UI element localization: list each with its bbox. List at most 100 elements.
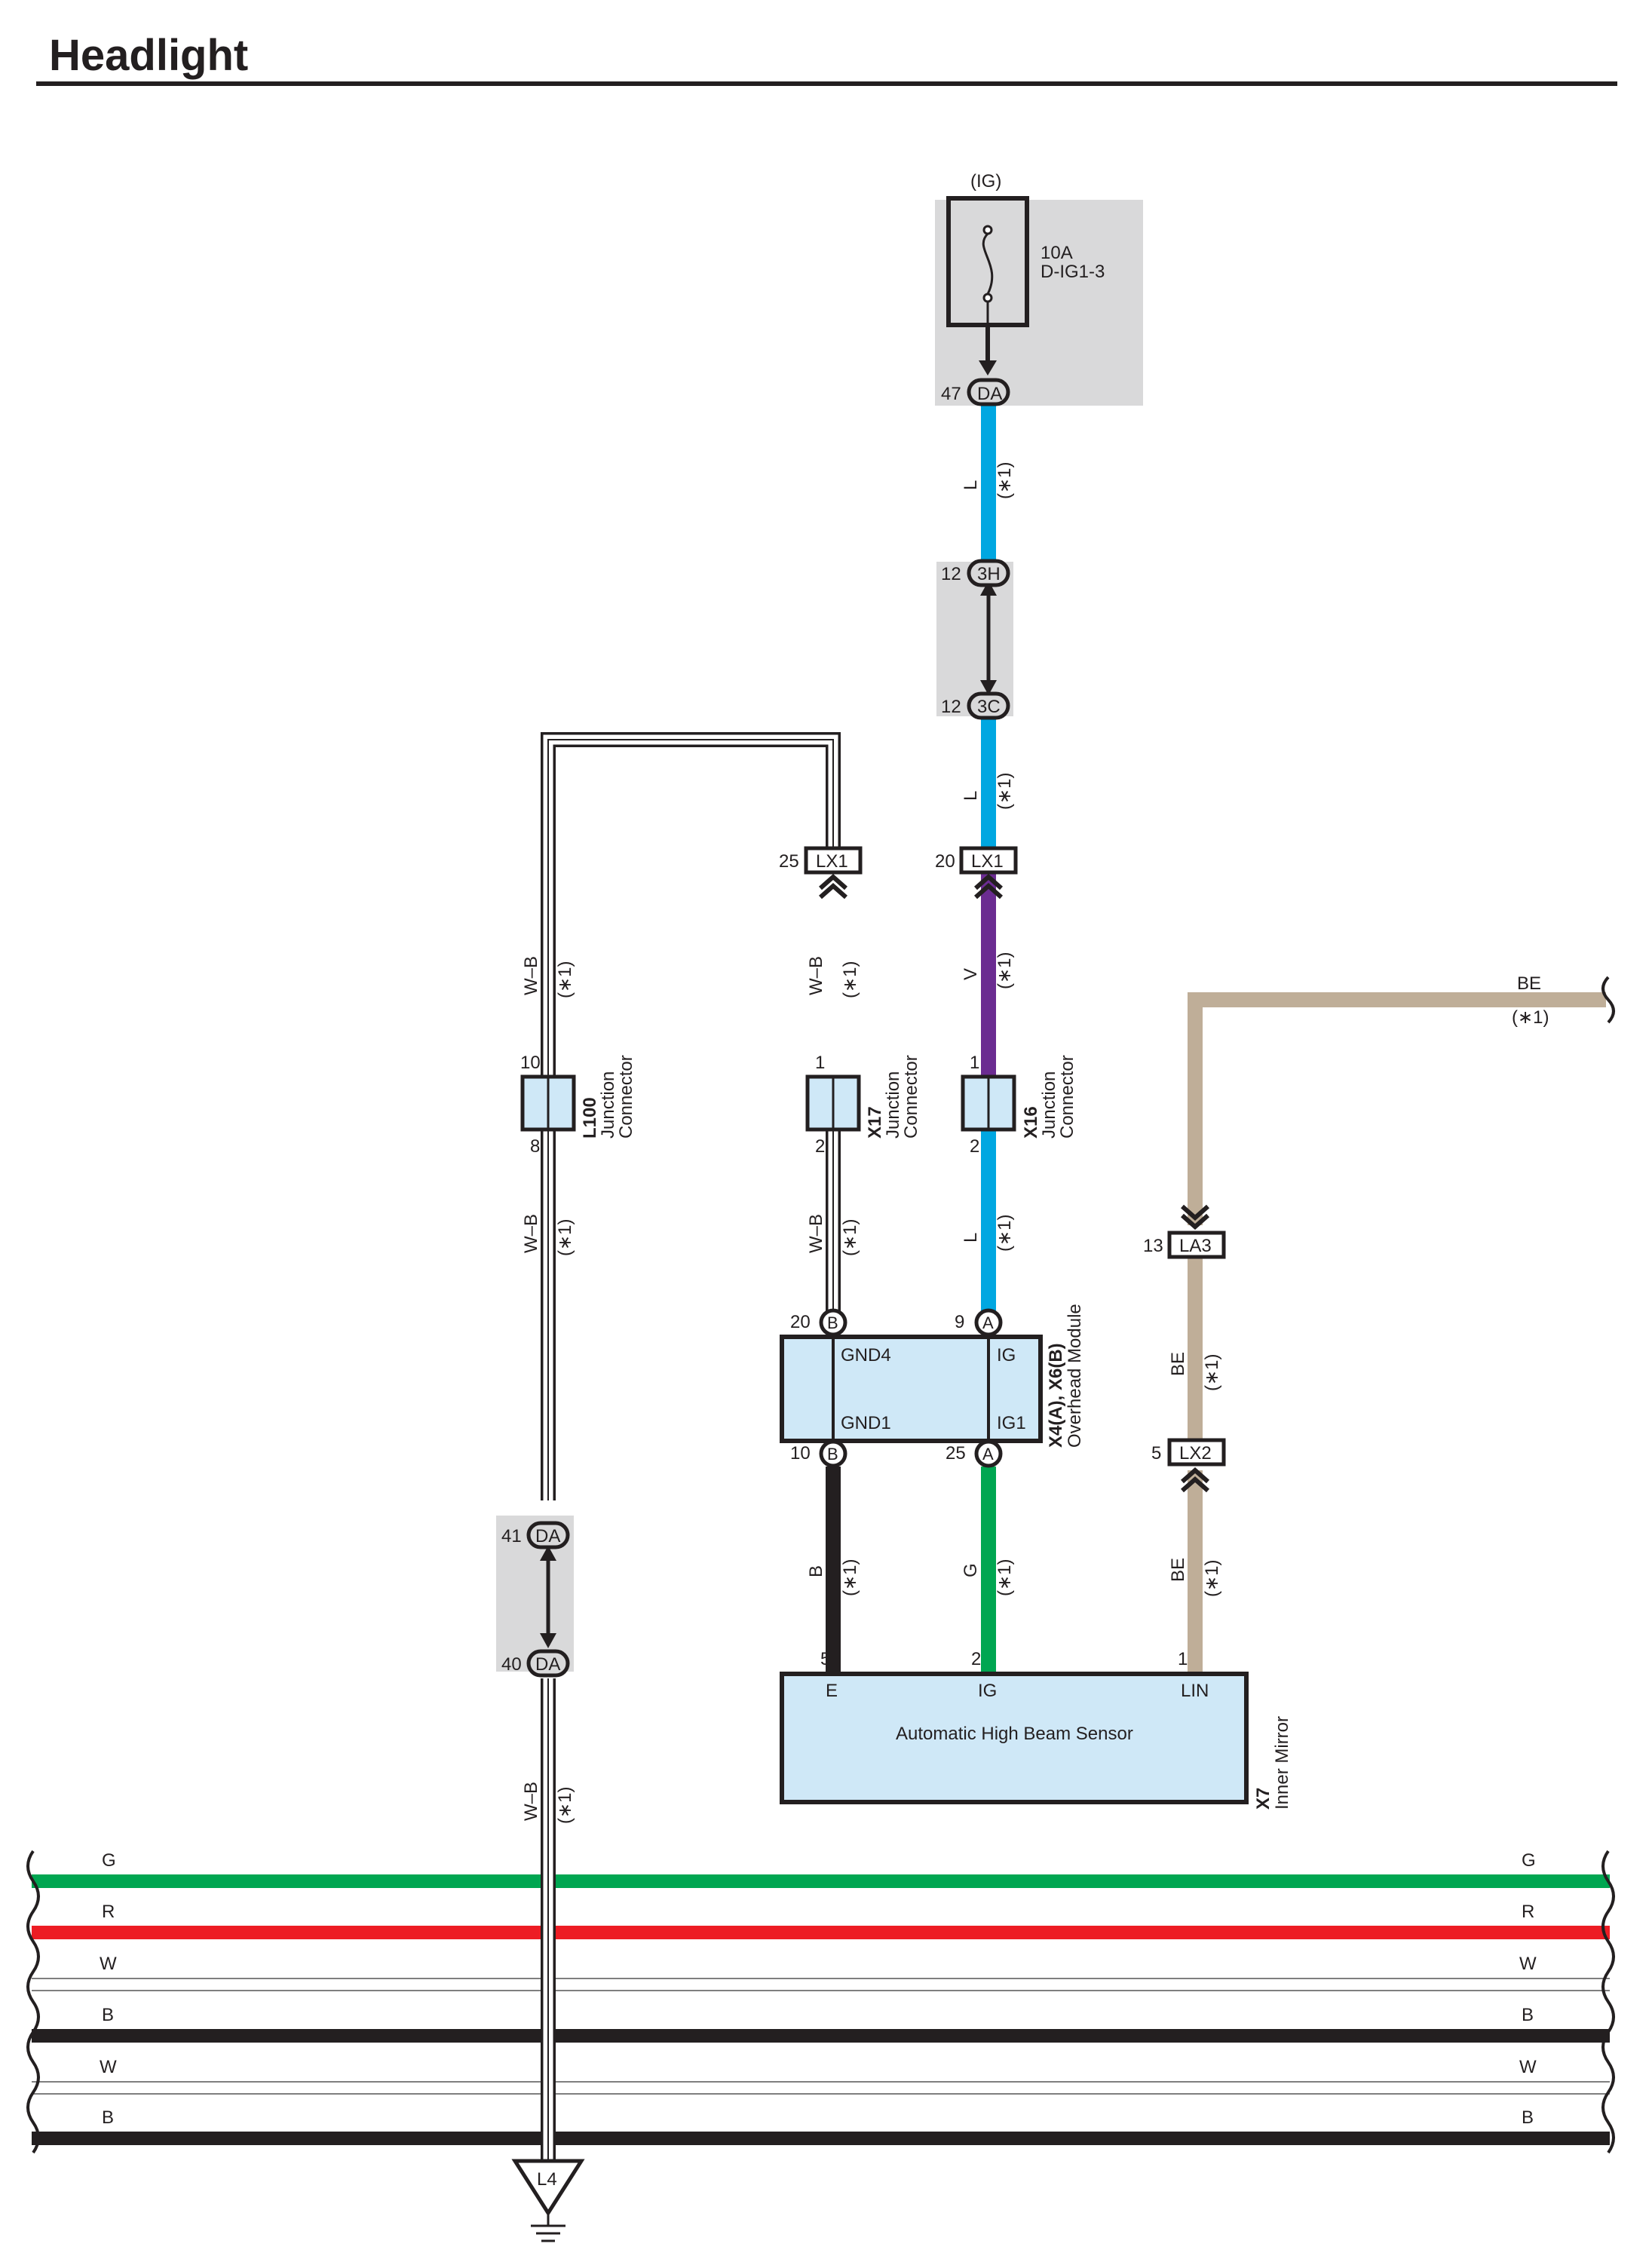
wire-be-1 bbox=[1188, 992, 1606, 1225]
svg-text:(∗1): (∗1) bbox=[1202, 1560, 1222, 1597]
fuse-element-icon bbox=[982, 225, 994, 325]
svg-text:GND4: GND4 bbox=[841, 1345, 891, 1365]
svg-text:W–B: W–B bbox=[521, 956, 541, 995]
wire-label-v: V (∗1) bbox=[961, 952, 1015, 989]
svg-text:2: 2 bbox=[970, 1136, 979, 1157]
connector-la3: LA3 13 bbox=[1143, 1206, 1226, 1259]
svg-text:IG1: IG1 bbox=[997, 1413, 1026, 1433]
junction-l100: 10 8 L100 Junction Connector bbox=[520, 1053, 636, 1157]
svg-text:LX1: LX1 bbox=[971, 851, 1004, 872]
svg-text:(∗1): (∗1) bbox=[995, 1559, 1015, 1596]
bus-label: W bbox=[100, 1954, 117, 1974]
arrow-up-icon bbox=[540, 1546, 556, 1561]
svg-text:8: 8 bbox=[530, 1136, 540, 1157]
svg-text:2: 2 bbox=[815, 1136, 825, 1157]
svg-text:X7: X7 bbox=[1253, 1788, 1273, 1810]
svg-text:W–B: W–B bbox=[521, 1214, 541, 1253]
bus-labels-left: G R W B W B bbox=[100, 1850, 117, 2128]
fuse-name: D-IG1-3 bbox=[1041, 262, 1105, 282]
bus-wires bbox=[26, 1850, 1615, 2154]
svg-text:DA: DA bbox=[535, 1526, 560, 1546]
svg-text:DA: DA bbox=[535, 1654, 560, 1675]
svg-text:3H: 3H bbox=[977, 564, 1001, 584]
svg-text:A: A bbox=[982, 1445, 994, 1464]
module-pin-a-25: 25 A bbox=[946, 1439, 1003, 1468]
svg-text:(∗1): (∗1) bbox=[555, 1787, 575, 1824]
right-break-mark bbox=[1601, 1850, 1615, 2154]
svg-text:X4(A), X6(B): X4(A), X6(B) bbox=[1046, 1343, 1066, 1448]
wire-label-wb-bottom: W–B (∗1) bbox=[521, 1782, 575, 1824]
svg-text:B: B bbox=[827, 1445, 838, 1464]
svg-text:LX1: LX1 bbox=[816, 851, 848, 872]
be-break-mark bbox=[1601, 976, 1615, 1024]
wire-label-wb-top-left: W–B (∗1) bbox=[521, 956, 575, 998]
svg-text:1: 1 bbox=[1178, 1649, 1188, 1669]
svg-text:(∗1): (∗1) bbox=[840, 961, 860, 998]
svg-text:(∗1): (∗1) bbox=[995, 1215, 1015, 1252]
arrow-down-icon bbox=[540, 1633, 556, 1648]
svg-text:20: 20 bbox=[790, 1312, 811, 1332]
arrow-down-icon bbox=[979, 360, 997, 375]
svg-text:(∗1): (∗1) bbox=[840, 1219, 860, 1256]
svg-text:5: 5 bbox=[1151, 1443, 1161, 1464]
svg-text:10: 10 bbox=[790, 1443, 811, 1464]
svg-text:DA: DA bbox=[977, 384, 1002, 404]
wire-label-l-1: L (∗1) bbox=[961, 462, 1015, 499]
svg-text:IG: IG bbox=[978, 1681, 997, 1701]
bus-labels-right: G R W B W B bbox=[1519, 1850, 1537, 2128]
svg-text:LA3: LA3 bbox=[1179, 1236, 1212, 1256]
wire-note-be-top: (∗1) bbox=[1512, 1007, 1549, 1028]
page-title: Headlight bbox=[49, 31, 248, 80]
svg-text:W–B: W–B bbox=[806, 1214, 826, 1253]
bus-label: R bbox=[1522, 1902, 1534, 1922]
bus-label: B bbox=[102, 2107, 114, 2128]
connector-da-41: DA 41 bbox=[501, 1521, 570, 1549]
connector-3h: 3H 12 bbox=[941, 559, 1010, 587]
svg-text:41: 41 bbox=[501, 1526, 522, 1546]
svg-text:25: 25 bbox=[779, 851, 799, 872]
svg-text:3C: 3C bbox=[977, 697, 1001, 717]
high-beam-sensor: E IG LIN Automatic High Beam Sensor 5 2 … bbox=[780, 1649, 1292, 1810]
svg-text:12: 12 bbox=[941, 564, 961, 584]
svg-text:(∗1): (∗1) bbox=[1202, 1354, 1222, 1391]
svg-text:W–B: W–B bbox=[806, 956, 826, 995]
svg-text:IG: IG bbox=[997, 1345, 1016, 1365]
module-pin-a-9: 9 A bbox=[955, 1308, 1003, 1337]
svg-text:L4: L4 bbox=[537, 2169, 557, 2190]
svg-text:47: 47 bbox=[941, 384, 961, 404]
connector-3c: 3C 12 bbox=[941, 691, 1010, 720]
svg-text:BE: BE bbox=[1168, 1352, 1188, 1376]
svg-text:V: V bbox=[961, 968, 981, 980]
svg-text:A: A bbox=[982, 1313, 994, 1332]
3h-3c-connector-area bbox=[936, 562, 1013, 716]
wire-label-b: B (∗1) bbox=[806, 1559, 860, 1596]
connector-da-47: DA 47 bbox=[941, 378, 1010, 406]
svg-text:1: 1 bbox=[815, 1053, 825, 1073]
svg-text:9: 9 bbox=[955, 1312, 964, 1332]
svg-text:Overhead Module: Overhead Module bbox=[1065, 1304, 1085, 1448]
svg-text:25: 25 bbox=[946, 1443, 966, 1464]
wire-label-wb-top-mid: W–B (∗1) bbox=[806, 956, 860, 998]
svg-text:(∗1): (∗1) bbox=[555, 1219, 575, 1256]
wire-label-l-3: L (∗1) bbox=[961, 1215, 1015, 1252]
svg-text:40: 40 bbox=[501, 1654, 522, 1675]
svg-text:X17: X17 bbox=[865, 1106, 885, 1139]
wire-label-l-2: L (∗1) bbox=[961, 773, 1015, 810]
svg-text:W–B: W–B bbox=[521, 1782, 541, 1821]
left-break-mark bbox=[26, 1850, 40, 2154]
bus-label: W bbox=[100, 2057, 117, 2077]
wire-label-be-2: BE (∗1) bbox=[1168, 1558, 1222, 1597]
bus-label: B bbox=[1522, 2005, 1534, 2025]
connector-lx2: LX2 5 bbox=[1151, 1438, 1226, 1491]
svg-text:Connector: Connector bbox=[616, 1055, 636, 1139]
svg-text:Automatic High Beam Sensor: Automatic High Beam Sensor bbox=[896, 1724, 1133, 1744]
svg-text:13: 13 bbox=[1143, 1236, 1163, 1256]
svg-text:2: 2 bbox=[971, 1649, 981, 1669]
svg-text:L: L bbox=[961, 1233, 981, 1243]
svg-text:(∗1): (∗1) bbox=[995, 952, 1015, 989]
fuse-supply-label: (IG) bbox=[970, 171, 1001, 192]
bus-label: G bbox=[102, 1850, 116, 1871]
svg-text:LIN: LIN bbox=[1181, 1681, 1209, 1701]
svg-text:(∗1): (∗1) bbox=[995, 462, 1015, 499]
